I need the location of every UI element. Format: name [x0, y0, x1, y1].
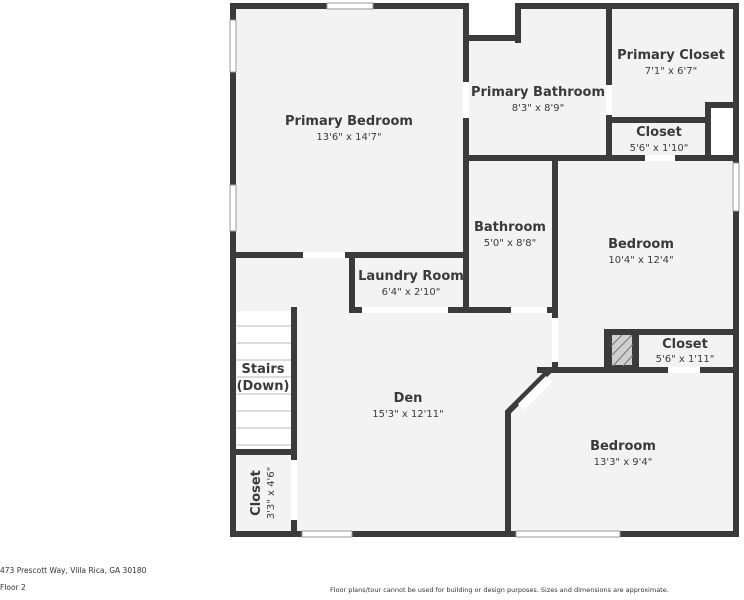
label-closet-upper: Closet: [636, 125, 682, 140]
door-primary-bath: [463, 82, 469, 118]
openings: [229, 2, 740, 538]
footer-disclaimer: Floor plans/tour cannot be used for buil…: [330, 586, 669, 594]
label-bathroom: Bathroom: [474, 220, 546, 235]
door-closet-right: [668, 367, 700, 373]
label-closet-right: Closet: [662, 337, 708, 352]
room-labels: Primary Bedroom 13'6" x 14'7" Primary Ba…: [237, 48, 725, 519]
dims-primary-closet: 7'1" x 6'7": [645, 66, 697, 77]
window-bedroom-right: [732, 162, 740, 212]
window-primary-bedroom-top: [326, 2, 374, 10]
label-primary-closet: Primary Closet: [617, 48, 725, 63]
window-bedroom-lower-bottom: [515, 530, 621, 538]
door-bedroom-lower: [518, 376, 552, 410]
label-bedroom-lower: Bedroom: [590, 439, 656, 454]
dims-closet-right: 5'6" x 1'11": [656, 354, 715, 365]
label-primary-bathroom: Primary Bathroom: [471, 85, 605, 100]
door-closet-upper: [645, 155, 675, 161]
door-bedroom-upper: [552, 318, 558, 362]
dims-bedroom-upper: 10'4" x 12'4": [608, 255, 673, 266]
dims-den: 15'3" x 12'11": [372, 409, 444, 420]
door-bathroom: [511, 307, 547, 313]
window-primary-bedroom-left-upper: [229, 19, 237, 73]
label-stairs-line1: Stairs: [242, 362, 285, 377]
window-primary-bedroom-left-lower: [229, 184, 237, 232]
footer-address: 473 Prescott Way, Villa Rica, GA 30180: [0, 566, 147, 575]
hatched-shaft: [610, 333, 634, 367]
dims-closet-upper: 5'6" x 1'10": [630, 143, 689, 154]
dims-laundry-room: 6'4" x 2'10": [382, 287, 441, 298]
label-bedroom-upper: Bedroom: [608, 237, 674, 252]
dims-primary-bedroom: 13'6" x 14'7": [316, 132, 381, 143]
label-laundry-room: Laundry Room: [358, 269, 464, 284]
dims-primary-bathroom: 8'3" x 8'9": [512, 103, 564, 114]
door-primary-bedroom: [303, 252, 345, 258]
footer-floor: Floor 2: [0, 583, 26, 592]
dims-bedroom-lower: 13'3" x 9'4": [594, 457, 653, 468]
door-laundry: [362, 307, 448, 313]
label-closet-left: Closet: [249, 470, 264, 516]
stairs-treads: [237, 311, 293, 451]
walls: [230, 3, 739, 537]
dims-closet-left: 3'3" x 4'6": [266, 467, 277, 519]
door-primary-closet: [606, 85, 612, 115]
label-primary-bedroom: Primary Bedroom: [285, 114, 413, 129]
label-stairs-line2: (Down): [237, 379, 290, 394]
window-den-bottom: [301, 530, 353, 538]
label-den: Den: [394, 391, 423, 406]
door-closet-left: [291, 460, 297, 520]
dims-bathroom: 5'0" x 8'8": [484, 238, 536, 249]
